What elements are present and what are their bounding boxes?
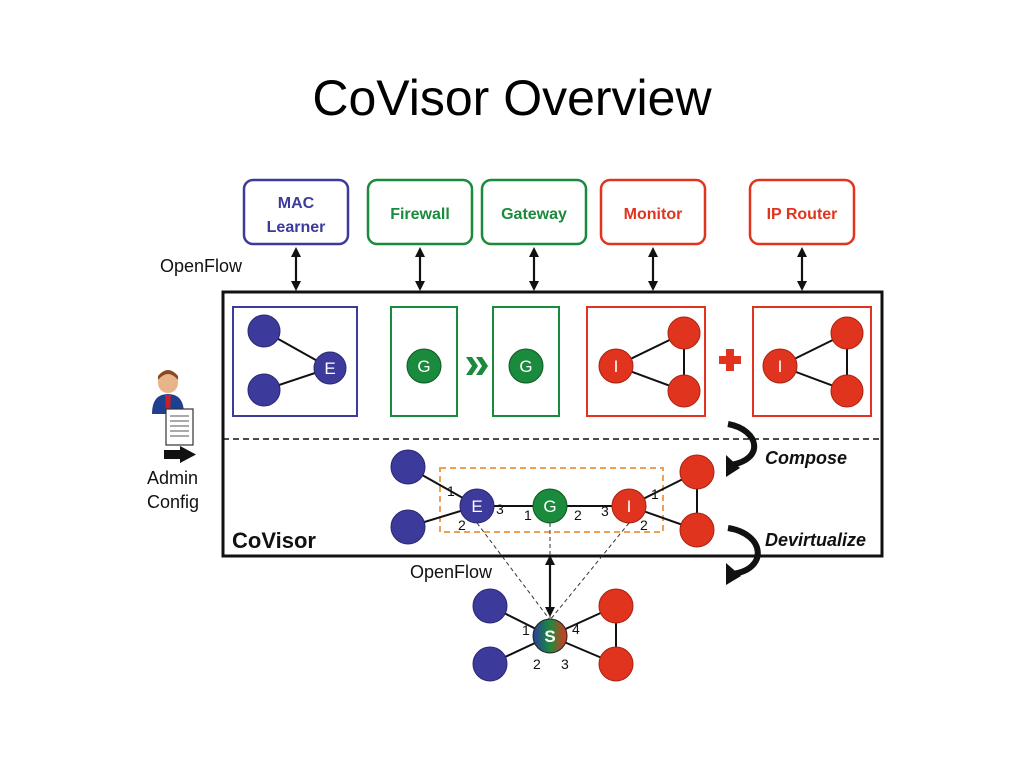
port-g-1: 1 bbox=[524, 507, 532, 523]
app-label-learner: Learner bbox=[267, 219, 326, 236]
vtopo-monitor: I bbox=[586, 306, 706, 417]
vtopo-gateway: G bbox=[492, 306, 560, 417]
openflow-bottom-label: OpenFlow bbox=[410, 562, 493, 582]
app-label-monitor: Monitor bbox=[624, 206, 683, 223]
firewall-switch-g bbox=[406, 348, 442, 384]
port-i-1: 1 bbox=[651, 486, 659, 502]
port-e-1: 1 bbox=[447, 483, 455, 499]
monitor-switch-i bbox=[598, 348, 634, 384]
vtopo-mac: E bbox=[232, 306, 358, 417]
port-e-3: 3 bbox=[496, 501, 504, 517]
composed-red-host-1 bbox=[679, 454, 715, 490]
phys-switch-s bbox=[532, 618, 568, 654]
admin-arrow-icon bbox=[164, 446, 196, 463]
gateway-switch-g bbox=[508, 348, 544, 384]
port-e-2: 2 bbox=[458, 517, 466, 533]
router-host-1 bbox=[830, 316, 864, 350]
port-s-3: 3 bbox=[561, 656, 569, 672]
app-label-mac: MAC bbox=[278, 195, 315, 212]
composed-blue-host-2 bbox=[390, 509, 426, 545]
app-firewall: Firewall bbox=[366, 178, 474, 246]
composed-red-host-2 bbox=[679, 512, 715, 548]
composed-e-label: E bbox=[471, 497, 482, 516]
app-ip-router: IP Router bbox=[748, 178, 856, 246]
phys-switch-s-label: S bbox=[544, 627, 555, 646]
covisor-label: CoVisor bbox=[232, 528, 316, 553]
admin-label: Admin bbox=[147, 468, 198, 488]
phys-red-host-2 bbox=[598, 646, 634, 682]
router-switch-i-label: I bbox=[778, 357, 783, 376]
port-i-2: 2 bbox=[640, 517, 648, 533]
router-switch-i bbox=[762, 348, 798, 384]
port-i-3: 3 bbox=[601, 503, 609, 519]
app-gateway: Gateway bbox=[480, 178, 588, 246]
firewall-switch-g-label: G bbox=[417, 357, 430, 376]
composed-g-label: G bbox=[543, 497, 556, 516]
mac-host-1 bbox=[247, 314, 281, 348]
port-g-2: 2 bbox=[574, 507, 582, 523]
parallel-compose-icon bbox=[719, 349, 741, 371]
phys-blue-host-2 bbox=[472, 646, 508, 682]
port-s-1: 1 bbox=[522, 622, 530, 638]
sequential-compose-icon bbox=[466, 357, 488, 375]
phys-blue-host-1 bbox=[472, 588, 508, 624]
app-label-ip-router: IP Router bbox=[767, 206, 838, 223]
port-s-4: 4 bbox=[572, 621, 580, 637]
composed-dashed-box bbox=[439, 467, 664, 533]
phys-red-host-1 bbox=[598, 588, 634, 624]
composed-topology: E G I 1 2 3 1 2 3 1 2 bbox=[390, 449, 715, 548]
app-arrows bbox=[291, 247, 807, 291]
mac-switch-e bbox=[313, 351, 347, 385]
app-monitor: Monitor bbox=[599, 178, 707, 246]
config-document-icon bbox=[165, 408, 194, 446]
mac-switch-e-label: E bbox=[324, 359, 335, 378]
composed-blue-host-1 bbox=[390, 449, 426, 485]
admin-person-icon bbox=[152, 370, 184, 414]
composed-i-label: I bbox=[627, 497, 632, 516]
compose-label: Compose bbox=[765, 448, 847, 468]
gateway-switch-g-label: G bbox=[519, 357, 532, 376]
compose-arrow-icon bbox=[727, 421, 758, 468]
router-host-2 bbox=[830, 374, 864, 408]
monitor-host-2 bbox=[667, 374, 701, 408]
vtopo-firewall: G bbox=[390, 306, 458, 417]
devirtualize-label: Devirtualize bbox=[765, 530, 866, 550]
page-title: CoVisor Overview bbox=[312, 70, 712, 126]
monitor-host-1 bbox=[667, 316, 701, 350]
app-label-firewall: Firewall bbox=[390, 206, 450, 223]
openflow-top-label: OpenFlow bbox=[160, 256, 243, 276]
config-label: Config bbox=[147, 492, 199, 512]
vtopo-ip-router: I bbox=[752, 306, 872, 417]
port-s-2: 2 bbox=[533, 656, 541, 672]
app-label-gateway: Gateway bbox=[501, 206, 567, 223]
physical-topology: S 1 2 3 4 bbox=[472, 588, 634, 682]
mac-host-2 bbox=[247, 373, 281, 407]
monitor-switch-i-label: I bbox=[614, 357, 619, 376]
devirtualize-arrow-icon bbox=[727, 525, 761, 577]
app-mac-learner: MAC Learner bbox=[242, 178, 350, 246]
